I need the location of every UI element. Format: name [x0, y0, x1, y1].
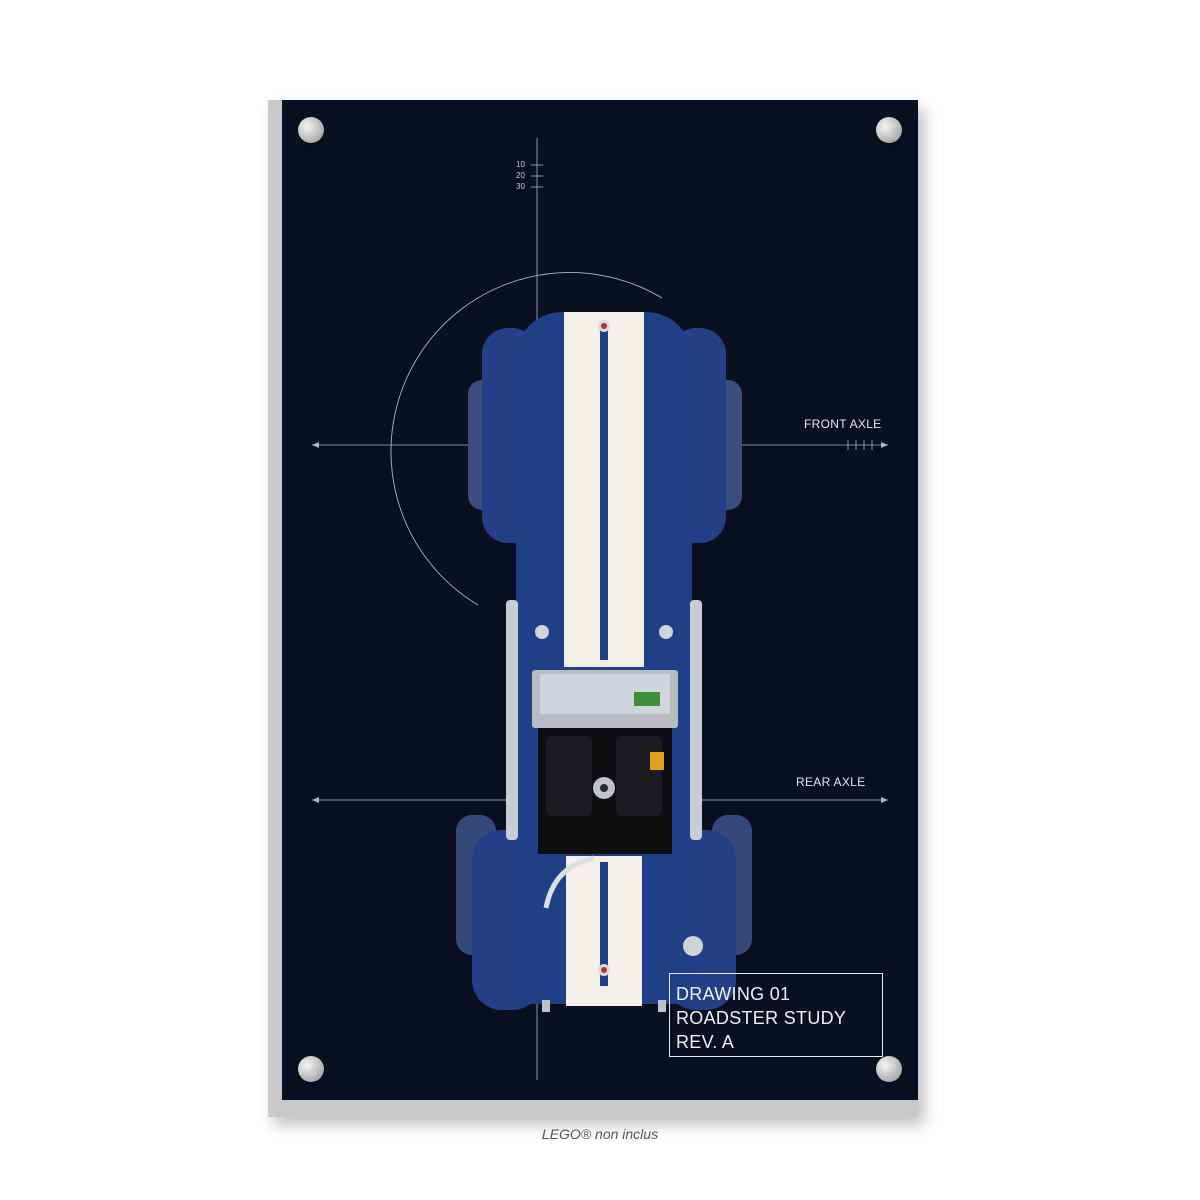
rear-axle-label: REAR AXLE [796, 775, 866, 789]
scale-mark-20: 20 [516, 171, 525, 180]
title-revision: REV. A [676, 1032, 735, 1052]
poster-panel: 10 20 30 FRONT AXLE REAR AXLE [282, 100, 918, 1100]
mounting-screw-top-right [876, 117, 902, 143]
product-caption: LEGO® non inclus [541, 1126, 659, 1142]
mounting-screw-bottom-left [298, 1056, 324, 1082]
title-subject: ROADSTER STUDY [676, 1008, 847, 1028]
scale-mark-10: 10 [516, 160, 525, 169]
front-axle-label: FRONT AXLE [804, 417, 882, 431]
radius-arc [390, 272, 663, 606]
title-block: DRAWING 01 ROADSTER STUDY REV. A [669, 973, 883, 1057]
scale-mark-30: 30 [516, 182, 525, 191]
roadster-top-view [456, 312, 752, 1012]
title-drawing-number: DRAWING 01 [676, 984, 791, 1004]
mounting-screw-top-left [298, 117, 324, 143]
mounting-screw-bottom-right [876, 1056, 902, 1082]
